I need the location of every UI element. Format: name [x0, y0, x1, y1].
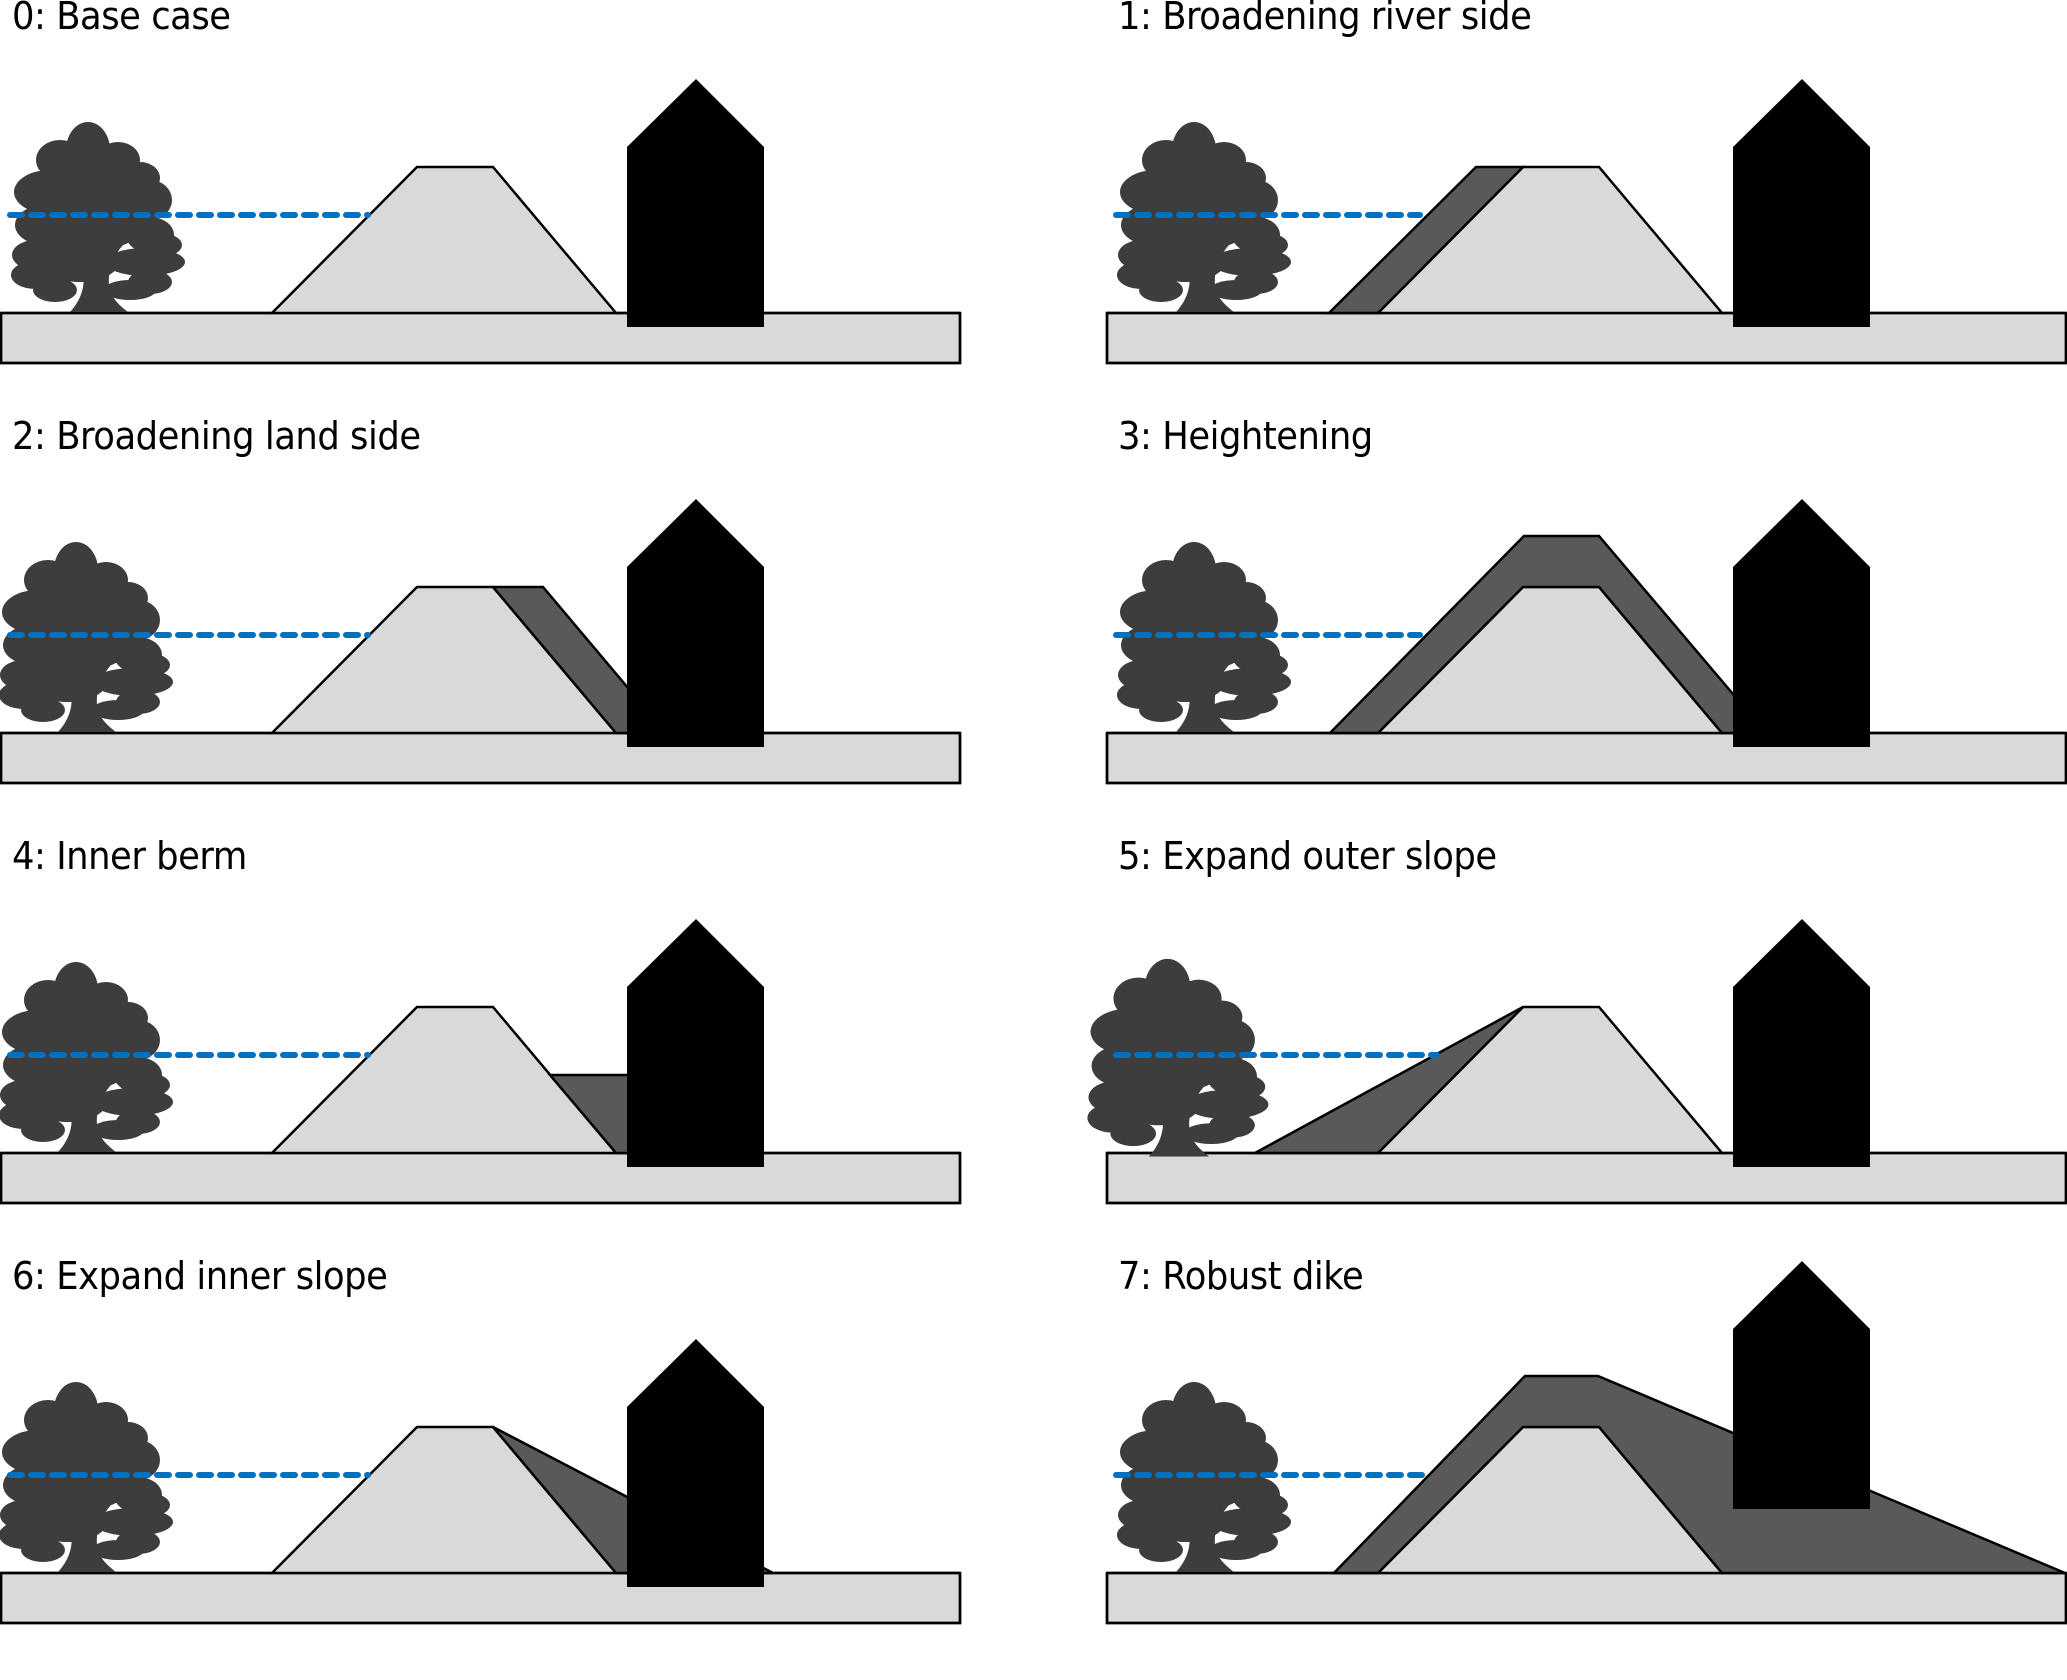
tree-icon — [11, 122, 185, 312]
ground-fill — [1108, 734, 2065, 745]
panel-title: 0: Base case — [12, 0, 231, 38]
panel-0-drawing — [0, 79, 962, 365]
house-icon — [627, 499, 764, 747]
house-icon — [627, 79, 764, 327]
tree-icon — [0, 542, 173, 732]
ground-fill — [1108, 314, 2065, 325]
panel-2-drawing — [0, 499, 962, 785]
panel-0: 0: Base case — [0, 0, 962, 420]
panel-5-drawing — [1087, 919, 2067, 1205]
panel-title: 6: Expand inner slope — [12, 1254, 388, 1298]
ground-fill — [2, 1574, 959, 1585]
panel-7: 7: Robust dike — [1105, 1254, 2067, 1680]
panel-2: 2: Broadening land side — [0, 414, 962, 840]
panel-6-drawing — [0, 1339, 962, 1625]
ground-fill — [2, 734, 959, 745]
panel-3-drawing — [1105, 499, 2067, 785]
panel-4-drawing — [0, 919, 962, 1205]
tree-icon — [0, 962, 173, 1152]
reinforcement-river-side — [1325, 165, 1527, 315]
house-icon — [1733, 79, 1870, 327]
ground-outline — [1105, 733, 2067, 785]
house-icon — [1733, 919, 1870, 1167]
panel-1-drawing — [1105, 79, 2067, 365]
panel-title: 4: Inner berm — [12, 834, 247, 878]
reinforcement-heightening — [1327, 534, 1769, 735]
ground-outline — [1105, 313, 2067, 365]
panel-title: 2: Broadening land side — [12, 414, 421, 458]
tree-icon — [1087, 958, 1269, 1157]
panel-5: 5: Expand outer slope — [1087, 834, 2067, 1260]
panel-title: 3: Heightening — [1118, 414, 1373, 458]
panel-title: 7: Robust dike — [1118, 1254, 1364, 1298]
reinforcement-robust — [1331, 1374, 2066, 1575]
ground-fill — [2, 1154, 959, 1165]
house-icon — [1733, 499, 1870, 747]
panel-title: 1: Broadening river side — [1118, 0, 1532, 38]
ground-outline — [0, 733, 962, 785]
existing-dike — [268, 165, 619, 315]
ground-outline — [1105, 1153, 2067, 1205]
ground-outline — [0, 1153, 962, 1205]
panel-3: 3: Heightening — [1105, 414, 2067, 840]
ground-fill — [2, 314, 959, 325]
panel-4: 4: Inner berm — [0, 834, 962, 1260]
panel-7-drawing — [1105, 1261, 2067, 1625]
tree-icon — [1117, 542, 1291, 732]
panel-6: 6: Expand inner slope — [0, 1254, 962, 1680]
ground-fill — [1108, 1154, 2065, 1165]
panel-1: 1: Broadening river side — [1105, 0, 2067, 420]
house-icon — [627, 1339, 764, 1587]
panel-title: 5: Expand outer slope — [1118, 834, 1497, 878]
tree-icon — [0, 1382, 173, 1572]
house-icon — [627, 919, 764, 1167]
house-icon — [1733, 1261, 1870, 1509]
ground-outline — [0, 313, 962, 365]
ground-fill — [1108, 1574, 2065, 1585]
reinforcement-outer-slope — [1254, 1005, 1524, 1155]
